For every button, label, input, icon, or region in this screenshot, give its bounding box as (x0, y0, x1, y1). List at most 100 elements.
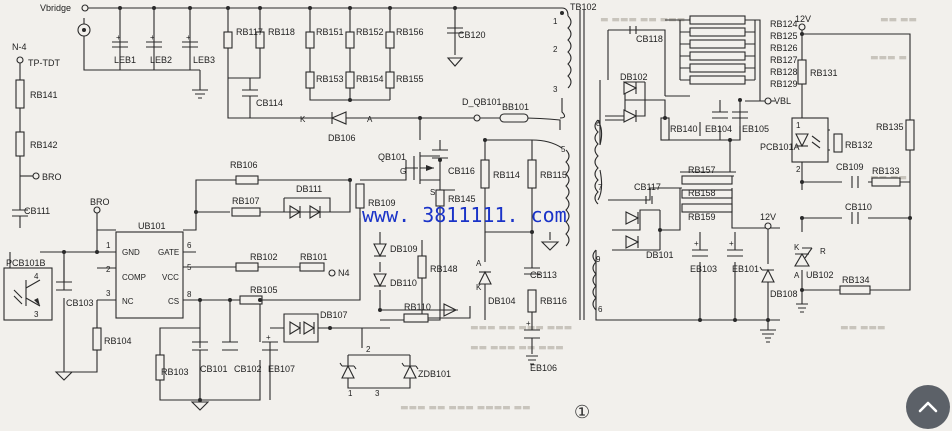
label-rb154: RB154 (356, 74, 384, 84)
label-eb104: EB104 (705, 124, 732, 134)
net-n4: N-4 (12, 42, 27, 52)
label-db110: DB110 (390, 278, 417, 288)
label-db111: DB111 (296, 184, 322, 194)
label-rb126: RB126 (770, 43, 798, 53)
label-rb151: RB151 (316, 27, 344, 37)
net-bro-out: BRO (42, 172, 62, 182)
net-d-qb101: D_QB101 (462, 97, 502, 107)
label-rb115: RB115 (540, 170, 567, 180)
ic-pin-2: 2 (106, 265, 111, 274)
junctions (16, 4, 912, 402)
tx-pin-5: 5 (561, 145, 566, 154)
svg-text:▬ ▬▬▬ ▬▬ ▬▬▬ ▬▬: ▬ ▬▬▬ ▬▬ ▬▬▬ ▬▬ (600, 15, 705, 25)
opto-left-name: PCB101B (6, 258, 46, 268)
opto-left-pin-4: 4 (34, 272, 39, 281)
resistors (15, 15, 915, 381)
marker-a2: A (476, 259, 482, 268)
ic-pin-3: 3 (106, 289, 111, 298)
label-rb152: RB152 (356, 27, 384, 37)
tx-pin-8: 8 (596, 119, 601, 128)
label-leb3: LEB3 (193, 55, 215, 65)
net-vbl: VBL (774, 96, 791, 106)
net-12v-top: 12V (795, 14, 811, 24)
marker-a3: A (794, 271, 800, 280)
opto-right-pin-1: 1 (796, 121, 801, 130)
svg-text:+: + (694, 239, 699, 248)
label-bb101: BB101 (502, 102, 529, 112)
opto-right-name: PCB101A (760, 142, 800, 152)
optocouplers (3, 117, 829, 321)
label-leb2: LEB2 (150, 55, 172, 65)
figure-number: ① (574, 402, 590, 423)
svg-text:▬▬ ▬▬▬ ▬▬ ▬▬▬: ▬▬ ▬▬▬ ▬▬ ▬▬▬ (470, 343, 564, 353)
label-eb105: EB105 (742, 124, 769, 134)
opto-left-pin-3: 3 (34, 310, 39, 319)
marker-r3: R (820, 247, 826, 256)
ic-ub101 (97, 231, 196, 319)
label-rb105: RB105 (250, 285, 278, 295)
label-cb118: CB118 (636, 34, 663, 44)
marker-k3: K (794, 243, 800, 252)
tx-pin-3: 3 (553, 85, 558, 94)
label-rb102: RB102 (250, 252, 278, 262)
marker-a1: A (367, 115, 373, 124)
tx-pin-9: 9 (596, 255, 601, 264)
tx-pin-2: 2 (553, 45, 558, 54)
label-rb155: RB155 (396, 74, 424, 84)
label-cb102: CB102 (234, 364, 262, 374)
label-db102: DB102 (620, 72, 648, 82)
label-rb117: RB117 (236, 27, 263, 37)
label-rb157: RB157 (688, 165, 716, 175)
label-rb103: RB103 (161, 367, 189, 377)
label-rb135: RB135 (876, 122, 904, 132)
label-cb120: CB120 (458, 30, 486, 40)
ic-pin-cs: CS (168, 297, 179, 306)
net-n4-right: N4 (338, 268, 350, 278)
label-rb127: RB127 (770, 55, 798, 65)
label-cb110: CB110 (845, 202, 872, 212)
label-rb107: RB107 (232, 196, 260, 206)
net-bro-in: BRO (90, 197, 110, 207)
tx-pin-6: 6 (598, 305, 603, 314)
svg-text:+: + (116, 33, 121, 42)
marker-k1: K (300, 115, 306, 124)
label-rb158: RB158 (688, 188, 716, 198)
label-db106: DB106 (328, 133, 356, 143)
label-rb156: RB156 (396, 27, 424, 37)
transformer-name: TB102 (570, 2, 597, 12)
mosfet-name: QB101 (378, 152, 406, 162)
label-cb109: CB109 (836, 162, 864, 172)
label-rb159: RB159 (688, 212, 716, 222)
chevron-up-icon (918, 401, 938, 413)
ic-pin-8: 8 (187, 290, 192, 299)
resistor-labels: RB117 RB118 RB151 RB152 RB156 RB153 RB15… (30, 19, 904, 377)
net-labels: Vbridge N-4 TP-TDT BRO BRO D_QB101 N4 VB… (12, 3, 811, 278)
label-rb142: RB142 (30, 140, 58, 150)
capacitors: +++ + + ++ (12, 26, 859, 351)
label-rb140: RB140 (670, 124, 698, 134)
net-12v-mid: 12V (760, 212, 776, 222)
ic-pin-vcc: VCC (162, 273, 179, 282)
ic-name: UB101 (138, 221, 166, 231)
label-rb114: RB114 (493, 170, 520, 180)
label-rb145: RB145 (448, 194, 476, 204)
svg-text:▬▬ ▬▬: ▬▬ ▬▬ (880, 15, 917, 25)
label-rb141: RB141 (30, 90, 58, 100)
svg-text:▬▬▬ ▬▬ ▬▬▬ ▬▬▬: ▬▬▬ ▬▬ ▬▬▬ ▬▬▬ (470, 323, 572, 333)
diode-labels: DB106 DB111 DB109 DB110 DB104 DB107 ZDB1… (296, 72, 834, 379)
net-vbridge: Vbridge (40, 3, 71, 13)
label-rb110: RB110 (404, 302, 431, 312)
label-db108: DB108 (770, 289, 798, 299)
label-rb101: RB101 (300, 252, 328, 262)
marker-k2: K (476, 283, 482, 292)
mosfet-gate: G (400, 167, 406, 176)
label-cb111: CB111 (24, 206, 50, 216)
ic-pin-nc: NC (122, 297, 134, 306)
label-rb153: RB153 (316, 74, 344, 84)
svg-text:+: + (266, 333, 271, 342)
scroll-top-button[interactable] (906, 385, 950, 429)
opto-mosfet-labels: PCB101B 4 3 PCB101A 1 2 QB101 G S (6, 121, 801, 319)
label-cb113: CB113 (530, 270, 557, 280)
label-db109: DB109 (390, 244, 418, 254)
